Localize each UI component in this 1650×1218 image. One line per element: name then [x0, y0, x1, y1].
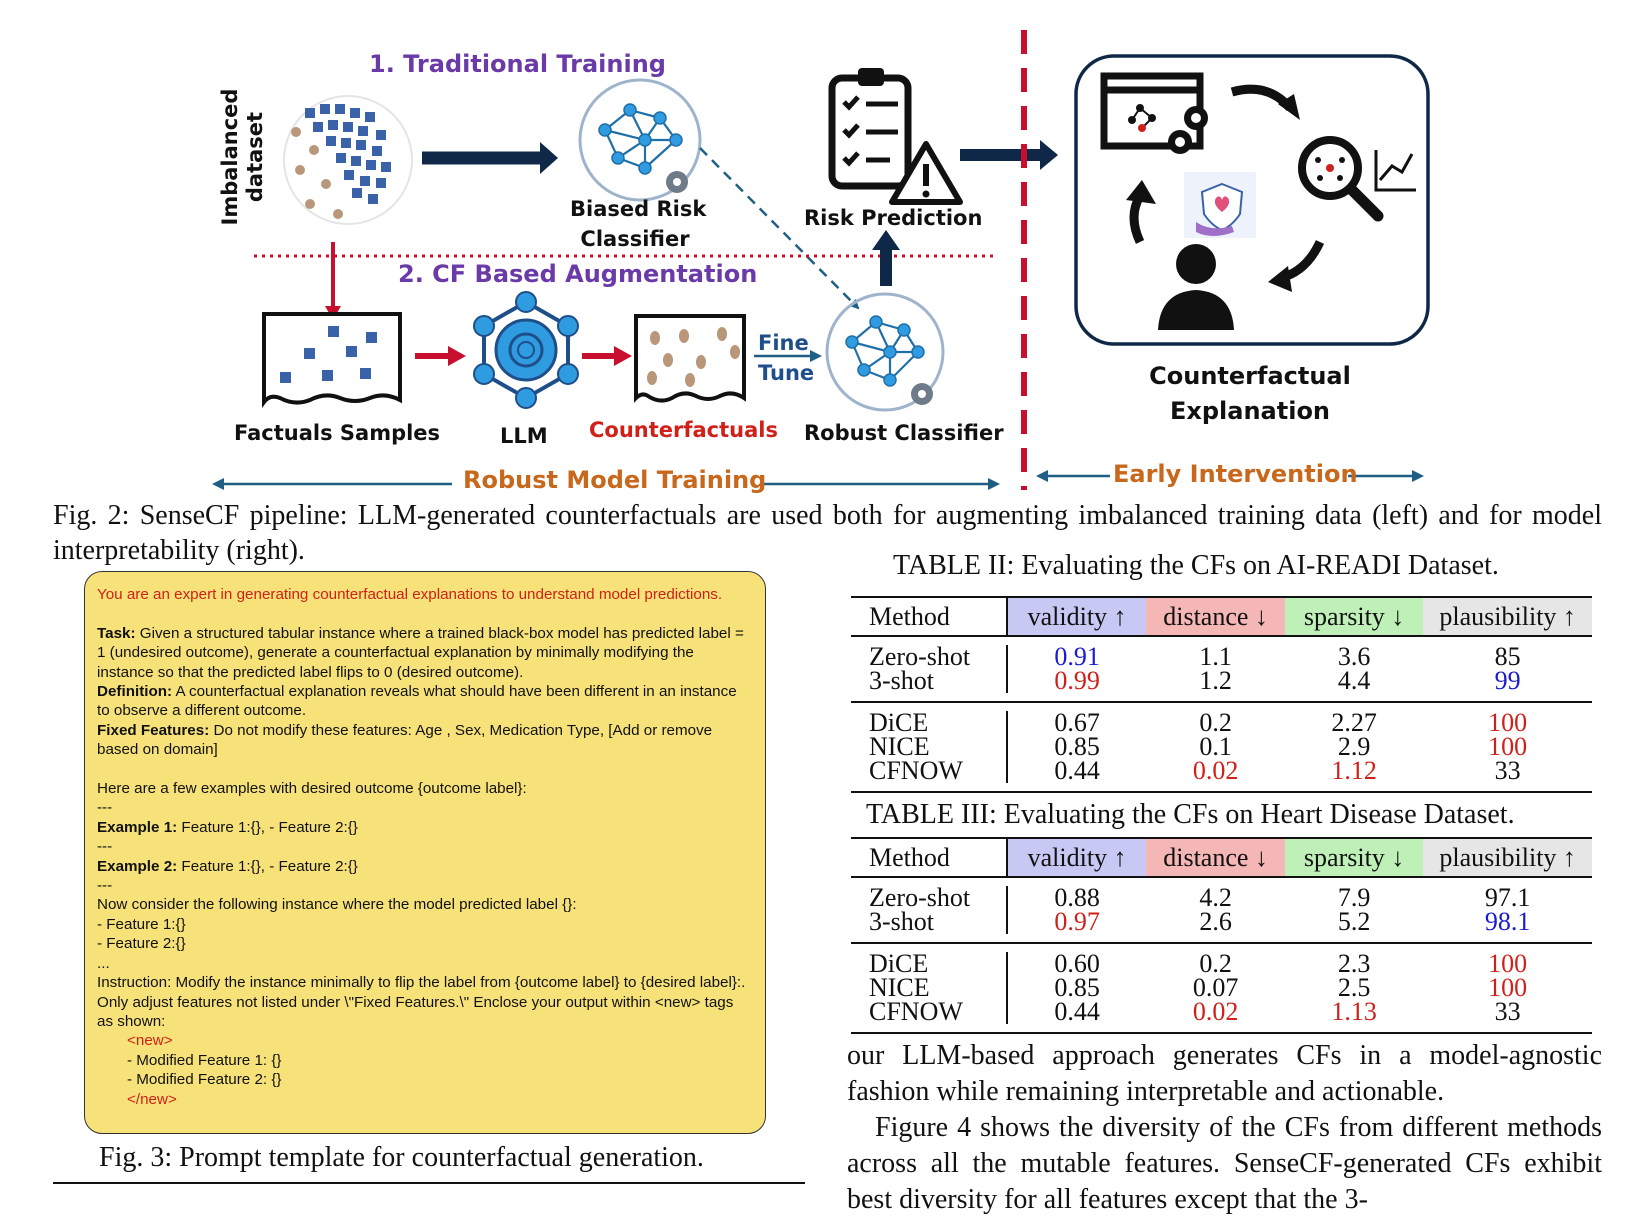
prompt-new-open: <new>: [127, 1032, 173, 1050]
robust-classifier-icon: [825, 292, 945, 412]
table-row: DiCE 0.67 0.2 2.27 100: [851, 710, 1592, 736]
fine-label: Fine: [758, 331, 809, 355]
pipeline-figure: 1. Traditional Training Imbalanced datas…: [0, 0, 1650, 500]
prompt-example-1: Example 1: Feature 1:{}, - Feature 2:{}: [97, 818, 358, 836]
prompt-feature-2: - Feature 2:{}: [97, 935, 186, 953]
body-paragraph-1: our LLM-based approach generates CFs in …: [847, 1040, 1602, 1107]
imbalanced-dataset-icon: [283, 95, 413, 225]
table-row: NICE 0.85 0.1 2.9 100: [851, 734, 1592, 760]
prompt-feature-1: - Feature 1:{}: [97, 915, 186, 933]
table-2-title: TABLE II: Evaluating the CFs on AI-READI…: [893, 550, 1499, 581]
counterfactuals-icon: [634, 314, 746, 403]
early-intervention-label: Early Intervention: [1113, 460, 1358, 488]
prompt-modified-1: - Modified Feature 1: {}: [127, 1051, 282, 1069]
prompt-task: Task: Given a structured tabular instanc…: [97, 624, 744, 681]
table-header: validity ↑: [1006, 838, 1147, 877]
checklist-icon: [828, 68, 912, 190]
body-paragraph-2: Figure 4 shows the diversity of the CFs …: [847, 1112, 1602, 1215]
prompt-modified-2: - Modified Feature 2: {}: [127, 1071, 282, 1089]
imbalanced-dataset-label: Imbalanced dataset: [218, 88, 267, 226]
llm-label: LLM: [500, 424, 548, 448]
table-row: 3-shot 0.99 1.2 4.4 99: [851, 668, 1592, 694]
table-header: distance ↓: [1146, 597, 1285, 636]
prompt-definition: Definition: A counterfactual explanation…: [97, 683, 737, 720]
table-header: Method: [851, 597, 1008, 636]
table-header: sparsity ↓: [1284, 597, 1424, 636]
warning-icon: [889, 141, 963, 205]
cf-explanation-label-2: Explanation: [1169, 397, 1331, 425]
prompt-example-2: Example 2: Feature 1:{}, - Feature 2:{}: [97, 857, 358, 875]
table-header: plausibility ↑: [1423, 597, 1592, 636]
pipeline-diagram: [212, 30, 1430, 490]
table-row: CFNOW 0.44 0.02 1.12 33: [851, 758, 1592, 784]
prompt-separator: ---: [97, 838, 113, 856]
prompt-template-box: You are an expert in generating counterf…: [84, 571, 766, 1134]
robust-classifier-label: Robust Classifier: [804, 421, 1004, 445]
prompt-separator: ---: [97, 877, 113, 895]
cf-explanation-label-1: Counterfactual: [1149, 362, 1351, 390]
biased-classifier-icon: [578, 78, 702, 202]
tune-label: Tune: [758, 361, 815, 385]
prompt-fixed-features: Fixed Features: Do not modify these feat…: [97, 721, 713, 759]
browser-icon: [1100, 72, 1208, 154]
figure-2-caption: Fig. 2: SenseCF pipeline: LLM-generated …: [53, 500, 1602, 566]
risk-prediction-label: Risk Prediction: [804, 206, 983, 230]
table-header: sparsity ↓: [1284, 838, 1424, 877]
person-icon: [1158, 244, 1234, 330]
prompt-separator: ---: [97, 799, 113, 817]
table-2: Method validity ↑ distance ↓ sparsity ↓ …: [851, 596, 1592, 793]
prompt-instruction: Instruction: Modify the instance minimal…: [97, 974, 746, 1030]
prompt-intro: You are an expert in generating counterf…: [97, 586, 723, 603]
counterfactuals-label: Counterfactuals: [589, 418, 778, 442]
table-3-title: TABLE III: Evaluating the CFs on Heart D…: [866, 799, 1515, 830]
gear-icon: [666, 171, 688, 193]
table-row: DiCE 0.60 0.2 2.3 100: [851, 951, 1592, 977]
biased-classifier-label-2: Classifier: [580, 227, 690, 251]
traditional-training-title: 1. Traditional Training: [369, 50, 666, 78]
figure-3-caption: Fig. 3: Prompt template for counterfactu…: [99, 1142, 704, 1173]
prompt-examples-intro: Here are a few examples with desired out…: [97, 780, 527, 798]
cf-augmentation-title: 2. CF Based Augmentation: [398, 260, 758, 288]
table-row: Zero-shot 0.88 4.2 7.9 97.1: [851, 885, 1592, 911]
table-row: Zero-shot 0.91 1.1 3.6 85: [851, 644, 1592, 670]
care-icon: [1184, 172, 1256, 238]
prompt-consider: Now consider the following instance wher…: [97, 896, 577, 914]
table-header: distance ↓: [1146, 838, 1285, 877]
table-header: Method: [851, 838, 1008, 877]
factuals-label: Factuals Samples: [234, 421, 441, 445]
table-row: NICE 0.85 0.07 2.5 100: [851, 975, 1592, 1001]
explanation-panel: [1074, 54, 1430, 346]
table-row: CFNOW 0.44 0.02 1.13 33: [851, 999, 1592, 1025]
gear-icon: [911, 383, 933, 405]
factuals-icon: [262, 312, 402, 408]
prompt-new-close: </new>: [127, 1090, 177, 1108]
prompt-ellipsis: ...: [97, 954, 110, 972]
table-header: plausibility ↑: [1423, 838, 1592, 877]
column-rule: [53, 1182, 805, 1184]
magnifier-icon: [1298, 136, 1416, 222]
biased-classifier-label-1: Biased Risk: [570, 197, 707, 221]
table-row: 3-shot 0.97 2.6 5.2 98.1: [851, 909, 1592, 935]
llm-icon: [473, 291, 579, 409]
robust-model-training-label: Robust Model Training: [463, 466, 767, 494]
table-header: validity ↑: [1006, 597, 1147, 636]
table-3: Method validity ↑ distance ↓ sparsity ↓ …: [851, 837, 1592, 1034]
